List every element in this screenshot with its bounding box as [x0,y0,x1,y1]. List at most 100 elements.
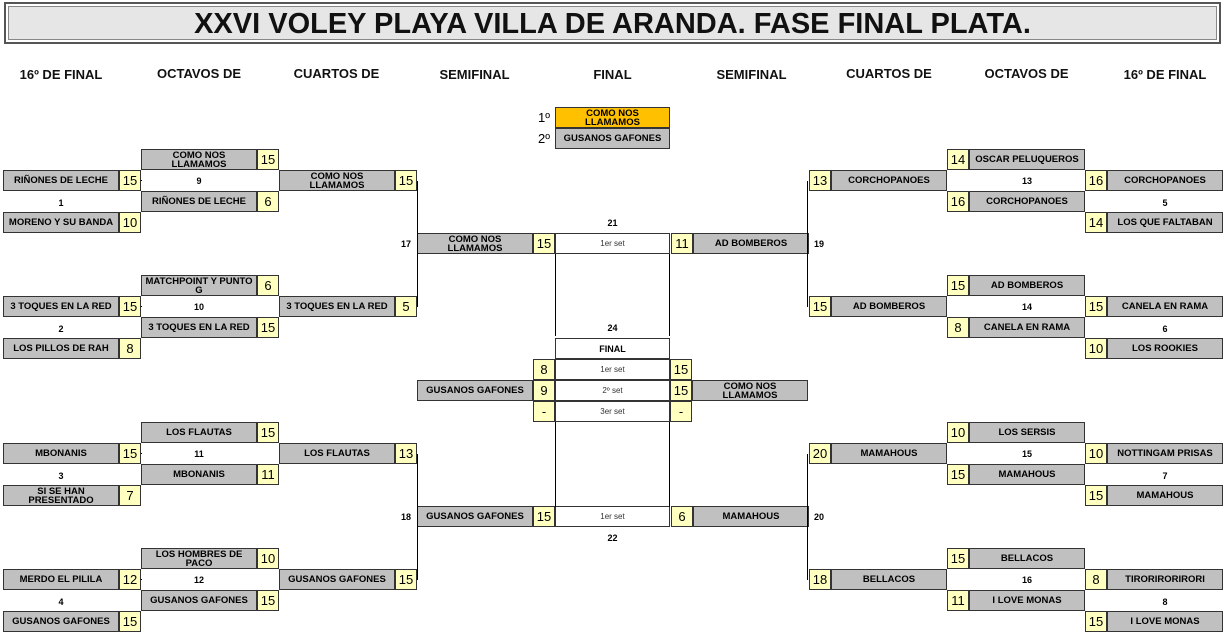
oct-score: 14 [947,149,969,170]
oct-team[interactable]: CANELA EN RAMA [969,317,1085,338]
oct-score: 11 [257,464,279,485]
r16-team[interactable]: LOS QUE FALTABAN [1107,212,1223,233]
r16-team[interactable]: MERDO EL PILILA [3,569,119,590]
oct-score: 15 [947,275,969,296]
round-header: OCTAVOS DE [984,66,1069,81]
oct-score: 8 [947,317,969,338]
match-number: 13 [1021,176,1032,186]
oct-team[interactable]: MBONANIS [141,464,257,485]
r16-score: 15 [119,296,141,317]
oct-team[interactable]: MAMAHOUS [969,464,1085,485]
qf-score: 15 [395,569,417,590]
r16-team[interactable]: SI SE HAN PRESENTADO [3,485,119,506]
round-header: SEMIFINAL [716,67,787,82]
bracket-line [417,181,418,307]
oct-score: 15 [947,464,969,485]
round-header: FINAL [593,67,632,82]
match-number: 24 [607,323,618,333]
final-left-team[interactable]: GUSANOS GAFONES [417,380,533,401]
qf-team[interactable]: BELLACOS [831,569,947,590]
match-number: 19 [813,239,824,249]
match-number: 17 [400,239,411,249]
oct-team[interactable]: AD BOMBEROS [969,275,1085,296]
final-right-team[interactable]: COMO NOS LLAMAMOS [692,380,808,401]
bracket-line [807,181,808,307]
qf-team[interactable]: AD BOMBEROS [831,296,947,317]
qf-team[interactable]: 3 TOQUES EN LA RED [279,296,395,317]
oct-team[interactable]: MATCHPOINT Y PUNTO G [141,275,257,296]
r16-score: 15 [119,611,141,632]
qf-team[interactable]: CORCHOPANOES [831,170,947,191]
final-set-label: 2º set [555,380,670,401]
oct-team[interactable]: 3 TOQUES EN LA RED [141,317,257,338]
r16-score: 15 [1085,611,1107,632]
bracket-line [669,422,670,507]
final-set-label: 1er set [555,359,670,380]
final-left-score: - [533,401,555,422]
final-right-score: - [670,401,692,422]
oct-team[interactable]: LOS HOMBRES DE PACO [141,548,257,569]
oct-team[interactable]: CORCHOPANOES [969,191,1085,212]
r16-score: 8 [119,338,141,359]
qf-score: 13 [395,443,417,464]
r16-score: 15 [1085,296,1107,317]
r16-team[interactable]: NOTTINGAM PRISAS [1107,443,1223,464]
r16-team[interactable]: CANELA EN RAMA [1107,296,1223,317]
r16-team[interactable]: LOS ROOKIES [1107,338,1223,359]
sf-team[interactable]: MAMAHOUS [693,506,809,527]
bracket-line [417,454,418,580]
round-header: CUARTOS DE [293,66,380,81]
match-number: 15 [1021,449,1032,459]
qf-team[interactable]: MAMAHOUS [831,443,947,464]
r16-team[interactable]: LOS PILLOS DE RAH [3,338,119,359]
r16-team[interactable]: I LOVE MONAS [1107,611,1223,632]
runner-up-team[interactable]: GUSANOS GAFONES [555,128,670,149]
sf-score: 11 [671,233,693,254]
bracket-line [669,254,670,336]
qf-team[interactable]: GUSANOS GAFONES [279,569,395,590]
oct-score: 10 [947,422,969,443]
oct-score: 15 [257,422,279,443]
oct-team[interactable]: LOS SERSIS [969,422,1085,443]
oct-score: 16 [947,191,969,212]
qf-team[interactable]: COMO NOS LLAMAMOS [279,170,395,191]
qf-score: 13 [809,170,831,191]
sf-team[interactable]: GUSANOS GAFONES [417,506,533,527]
first-place-label: 1º [538,110,550,125]
oct-team[interactable]: GUSANOS GAFONES [141,590,257,611]
r16-team[interactable]: TIRORIRORIRORI [1107,569,1223,590]
r16-team[interactable]: MORENO Y SU BANDA [3,212,119,233]
oct-team[interactable]: COMO NOS LLAMAMOS [141,149,257,170]
sf-team[interactable]: AD BOMBEROS [693,233,809,254]
qf-score: 5 [395,296,417,317]
r16-team[interactable]: CORCHOPANOES [1107,170,1223,191]
champion-team[interactable]: COMO NOS LLAMAMOS [555,107,670,128]
match-number: 12 [193,575,204,585]
round-header: OCTAVOS DE [156,66,242,81]
sf-team[interactable]: COMO NOS LLAMAMOS [417,233,533,254]
sf-score: 6 [671,506,693,527]
oct-score: 15 [257,590,279,611]
r16-team[interactable]: MBONANIS [3,443,119,464]
match-number: 4 [58,597,64,607]
r16-score: 8 [1085,569,1107,590]
r16-score: 15 [119,443,141,464]
r16-team[interactable]: RIÑONES DE LECHE [3,170,119,191]
r16-team[interactable]: MAMAHOUS [1107,485,1223,506]
qf-team[interactable]: LOS FLAUTAS [279,443,395,464]
round-header: SEMIFINAL [439,67,510,82]
bracket-line [141,180,142,181]
oct-team[interactable]: BELLACOS [969,548,1085,569]
match-number: 6 [1162,324,1168,334]
oct-team[interactable]: LOS FLAUTAS [141,422,257,443]
r16-team[interactable]: GUSANOS GAFONES [3,611,119,632]
match-number: 11 [194,449,204,459]
set-label: 1er set [555,506,670,527]
final-right-score: 15 [670,380,692,401]
oct-team[interactable]: RIÑONES DE LECHE [141,191,257,212]
oct-team[interactable]: OSCAR PELUQUEROS [969,149,1085,170]
oct-team[interactable]: I LOVE MONAS [969,590,1085,611]
r16-team[interactable]: 3 TOQUES EN LA RED [3,296,119,317]
sf-score: 15 [533,233,555,254]
